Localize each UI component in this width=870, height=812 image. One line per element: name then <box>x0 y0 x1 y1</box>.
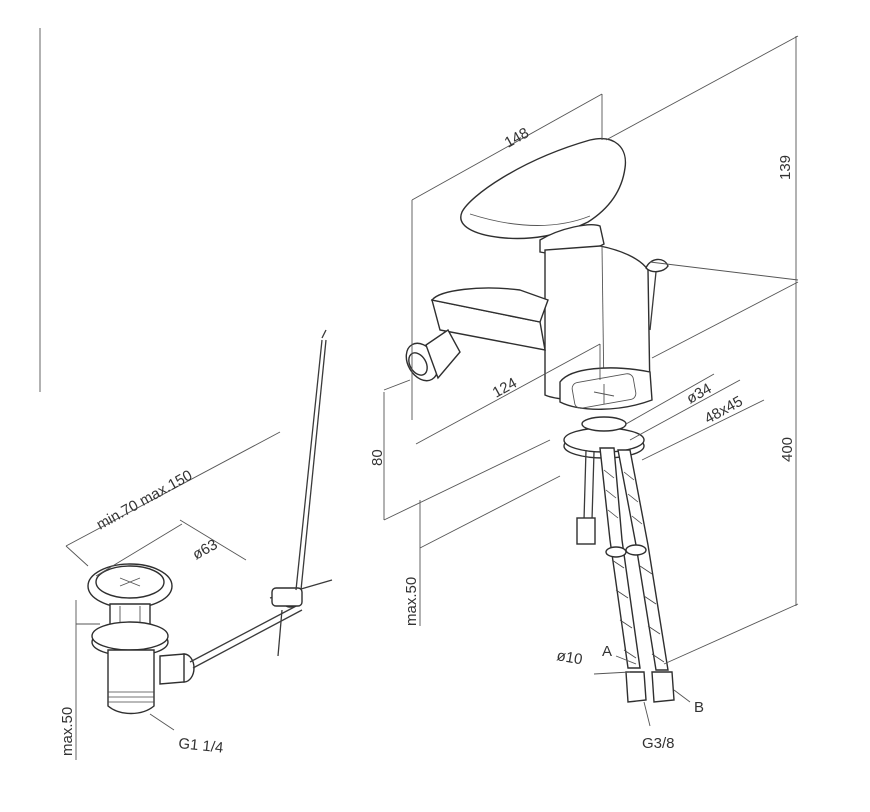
dim-80: 80 <box>369 449 386 466</box>
label-b: B <box>694 699 704 716</box>
dim-diameter-34: ø34 <box>684 380 715 407</box>
dim-diameter-63: ø63 <box>190 536 221 563</box>
dim-min70-max150: min.70 max.150 <box>94 467 196 534</box>
dim-max50-left: max.50 <box>59 707 76 756</box>
dim-diameter-10: ø10 <box>555 647 583 668</box>
bidet-faucet <box>405 138 675 703</box>
dimension-lines <box>65 35 799 760</box>
dim-400: 400 <box>779 437 796 462</box>
thread-g114: G1 1/4 <box>178 735 225 757</box>
dim-max50-right: max.50 <box>403 577 420 626</box>
dim-139: 139 <box>777 155 794 180</box>
dim-124: 124 <box>490 374 520 401</box>
thread-g38: G3/8 <box>642 735 675 752</box>
label-a: A <box>602 643 612 660</box>
pop-up-waste <box>87 329 333 715</box>
